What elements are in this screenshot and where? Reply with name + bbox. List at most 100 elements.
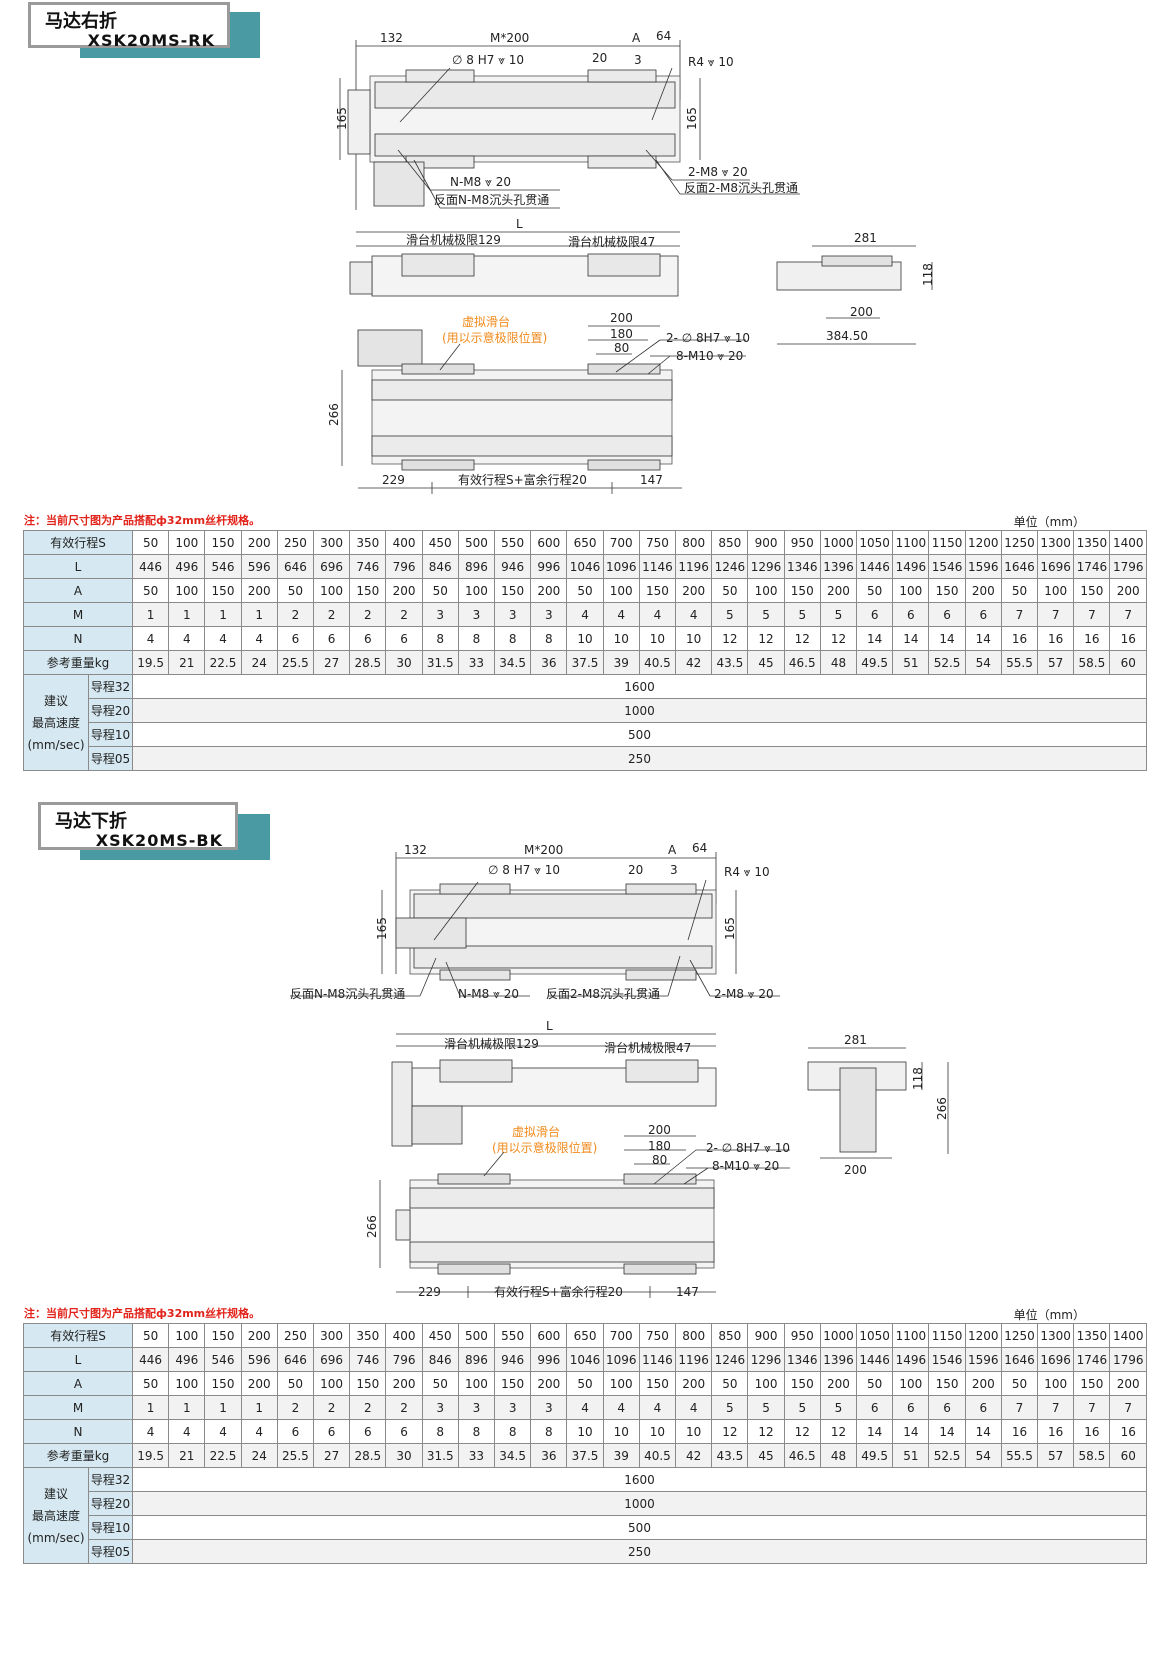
table-cell: 100 [168, 1323, 206, 1348]
table-cell: 446 [131, 554, 170, 579]
table-cell: 100 [457, 578, 496, 603]
table-cell: 12 [711, 626, 749, 651]
table-cell: 1496 [892, 1347, 930, 1372]
table-cell: 1350 [1073, 1323, 1111, 1348]
table-cell: 150 [204, 530, 242, 555]
table-cell: 50 [856, 578, 894, 603]
table-cell: 350 [349, 1323, 387, 1348]
table-cell: 1746 [1073, 554, 1111, 579]
table-cell: 43.5 [711, 1443, 749, 1468]
table-cell: 45 [747, 1443, 785, 1468]
table-cell: 2 [385, 602, 423, 627]
table-cell: 3 [494, 1395, 532, 1420]
table-cell: 1 [131, 1395, 170, 1420]
dim-m200: M*200 [524, 843, 563, 857]
table-cell: 150 [638, 1371, 677, 1396]
table-cell: 1400 [1109, 530, 1147, 555]
table-cell: 1646 [1000, 554, 1039, 579]
virtual-slide-note: (用以示意极限位置) [492, 1140, 597, 1155]
table-cell: 400 [385, 530, 423, 555]
table-cell: 546 [204, 1347, 242, 1372]
dim-64: 64 [656, 29, 671, 43]
table-cell: 34.5 [494, 650, 532, 675]
table-cell: 1496 [892, 554, 930, 579]
table-cell: 48 [819, 650, 858, 675]
table-cell: 24 [240, 1443, 278, 1468]
table-cell: 3 [530, 1395, 568, 1420]
table-cell: 57 [1037, 650, 1075, 675]
table-cell: 600 [530, 1323, 568, 1348]
table-cell: 25.5 [276, 1443, 315, 1468]
table-cell: 150 [783, 578, 821, 603]
table-cell: 12 [747, 626, 785, 651]
table-cell: 1596 [964, 1347, 1002, 1372]
table-cell: 27 [313, 1443, 351, 1468]
dim-266: 266 [365, 1215, 379, 1238]
speed-group-line: 最高速度 [31, 715, 80, 730]
table-cell: 50 [421, 578, 459, 603]
table-cell: 3 [494, 602, 532, 627]
table-cell: 850 [711, 1323, 749, 1348]
table-cell: 200 [385, 578, 423, 603]
table-cell: 150 [204, 1371, 242, 1396]
table-cell: 51 [892, 1443, 930, 1468]
table-cell: 37.5 [566, 650, 604, 675]
table-cell: 54 [964, 1443, 1002, 1468]
table-cell: 946 [494, 1347, 532, 1372]
table-cell: 50 [131, 578, 170, 603]
table-cell: 1250 [1000, 530, 1039, 555]
lead-label: 导程05 [88, 1539, 133, 1564]
table-cell: 6 [856, 602, 894, 627]
table-cell: 200 [530, 578, 568, 603]
dim-80: 80 [614, 341, 629, 355]
table-cell: 1400 [1109, 1323, 1147, 1348]
table-cell: 5 [783, 1395, 821, 1420]
table-cell: 4 [240, 626, 278, 651]
hole-dia-label: ∅ 8 H7 ⩔ 10 [452, 53, 524, 67]
table-cell: 52.5 [928, 1443, 966, 1468]
table-cell: 596 [240, 1347, 278, 1372]
row-label: M [23, 1395, 133, 1420]
virtual-slide-label: 虚拟滑台 [512, 1124, 560, 1139]
table-cell: 150 [204, 578, 242, 603]
dim-165-right: 165 [685, 107, 699, 130]
table-cell: 7 [1109, 602, 1147, 627]
dim-200: 200 [850, 305, 873, 319]
title-badge: 马达右折 XSK20MS-RK [28, 2, 230, 50]
table-cell: 16 [1000, 1419, 1039, 1444]
table-cell: 50 [1000, 578, 1039, 603]
row-label: L [23, 1347, 133, 1372]
table-cell: 1646 [1000, 1347, 1039, 1372]
table-cell: 40.5 [638, 1443, 677, 1468]
table-cell: 1796 [1109, 1347, 1147, 1372]
table-cell: 5 [711, 1395, 749, 1420]
dia-2-label: 2- ∅ 8H7 ⩔ 10 [666, 331, 750, 345]
m8-2-label: 2-M8 ⩔ 20 [688, 165, 748, 179]
table-cell: 1346 [783, 1347, 821, 1372]
table-cell: 49.5 [856, 650, 894, 675]
dim-147: 147 [676, 1285, 699, 1299]
table-cell: 150 [349, 578, 387, 603]
stroke-label: 有效行程S+富余行程20 [458, 472, 587, 487]
lead-label: 导程10 [88, 1515, 133, 1540]
table-cell: 746 [349, 554, 387, 579]
table-cell: 1446 [856, 554, 894, 579]
table-cell: 200 [240, 1371, 278, 1396]
table-cell: 50 [566, 578, 604, 603]
table-cell: 6 [385, 626, 423, 651]
table-cell: 550 [494, 1323, 532, 1348]
dim-165-right: 165 [723, 917, 737, 940]
speed-value: 1600 [132, 1467, 1147, 1492]
dim-20: 20 [628, 863, 643, 877]
table-cell: 150 [1073, 1371, 1111, 1396]
table-cell: 1100 [892, 530, 930, 555]
table-cell: 1200 [964, 530, 1002, 555]
